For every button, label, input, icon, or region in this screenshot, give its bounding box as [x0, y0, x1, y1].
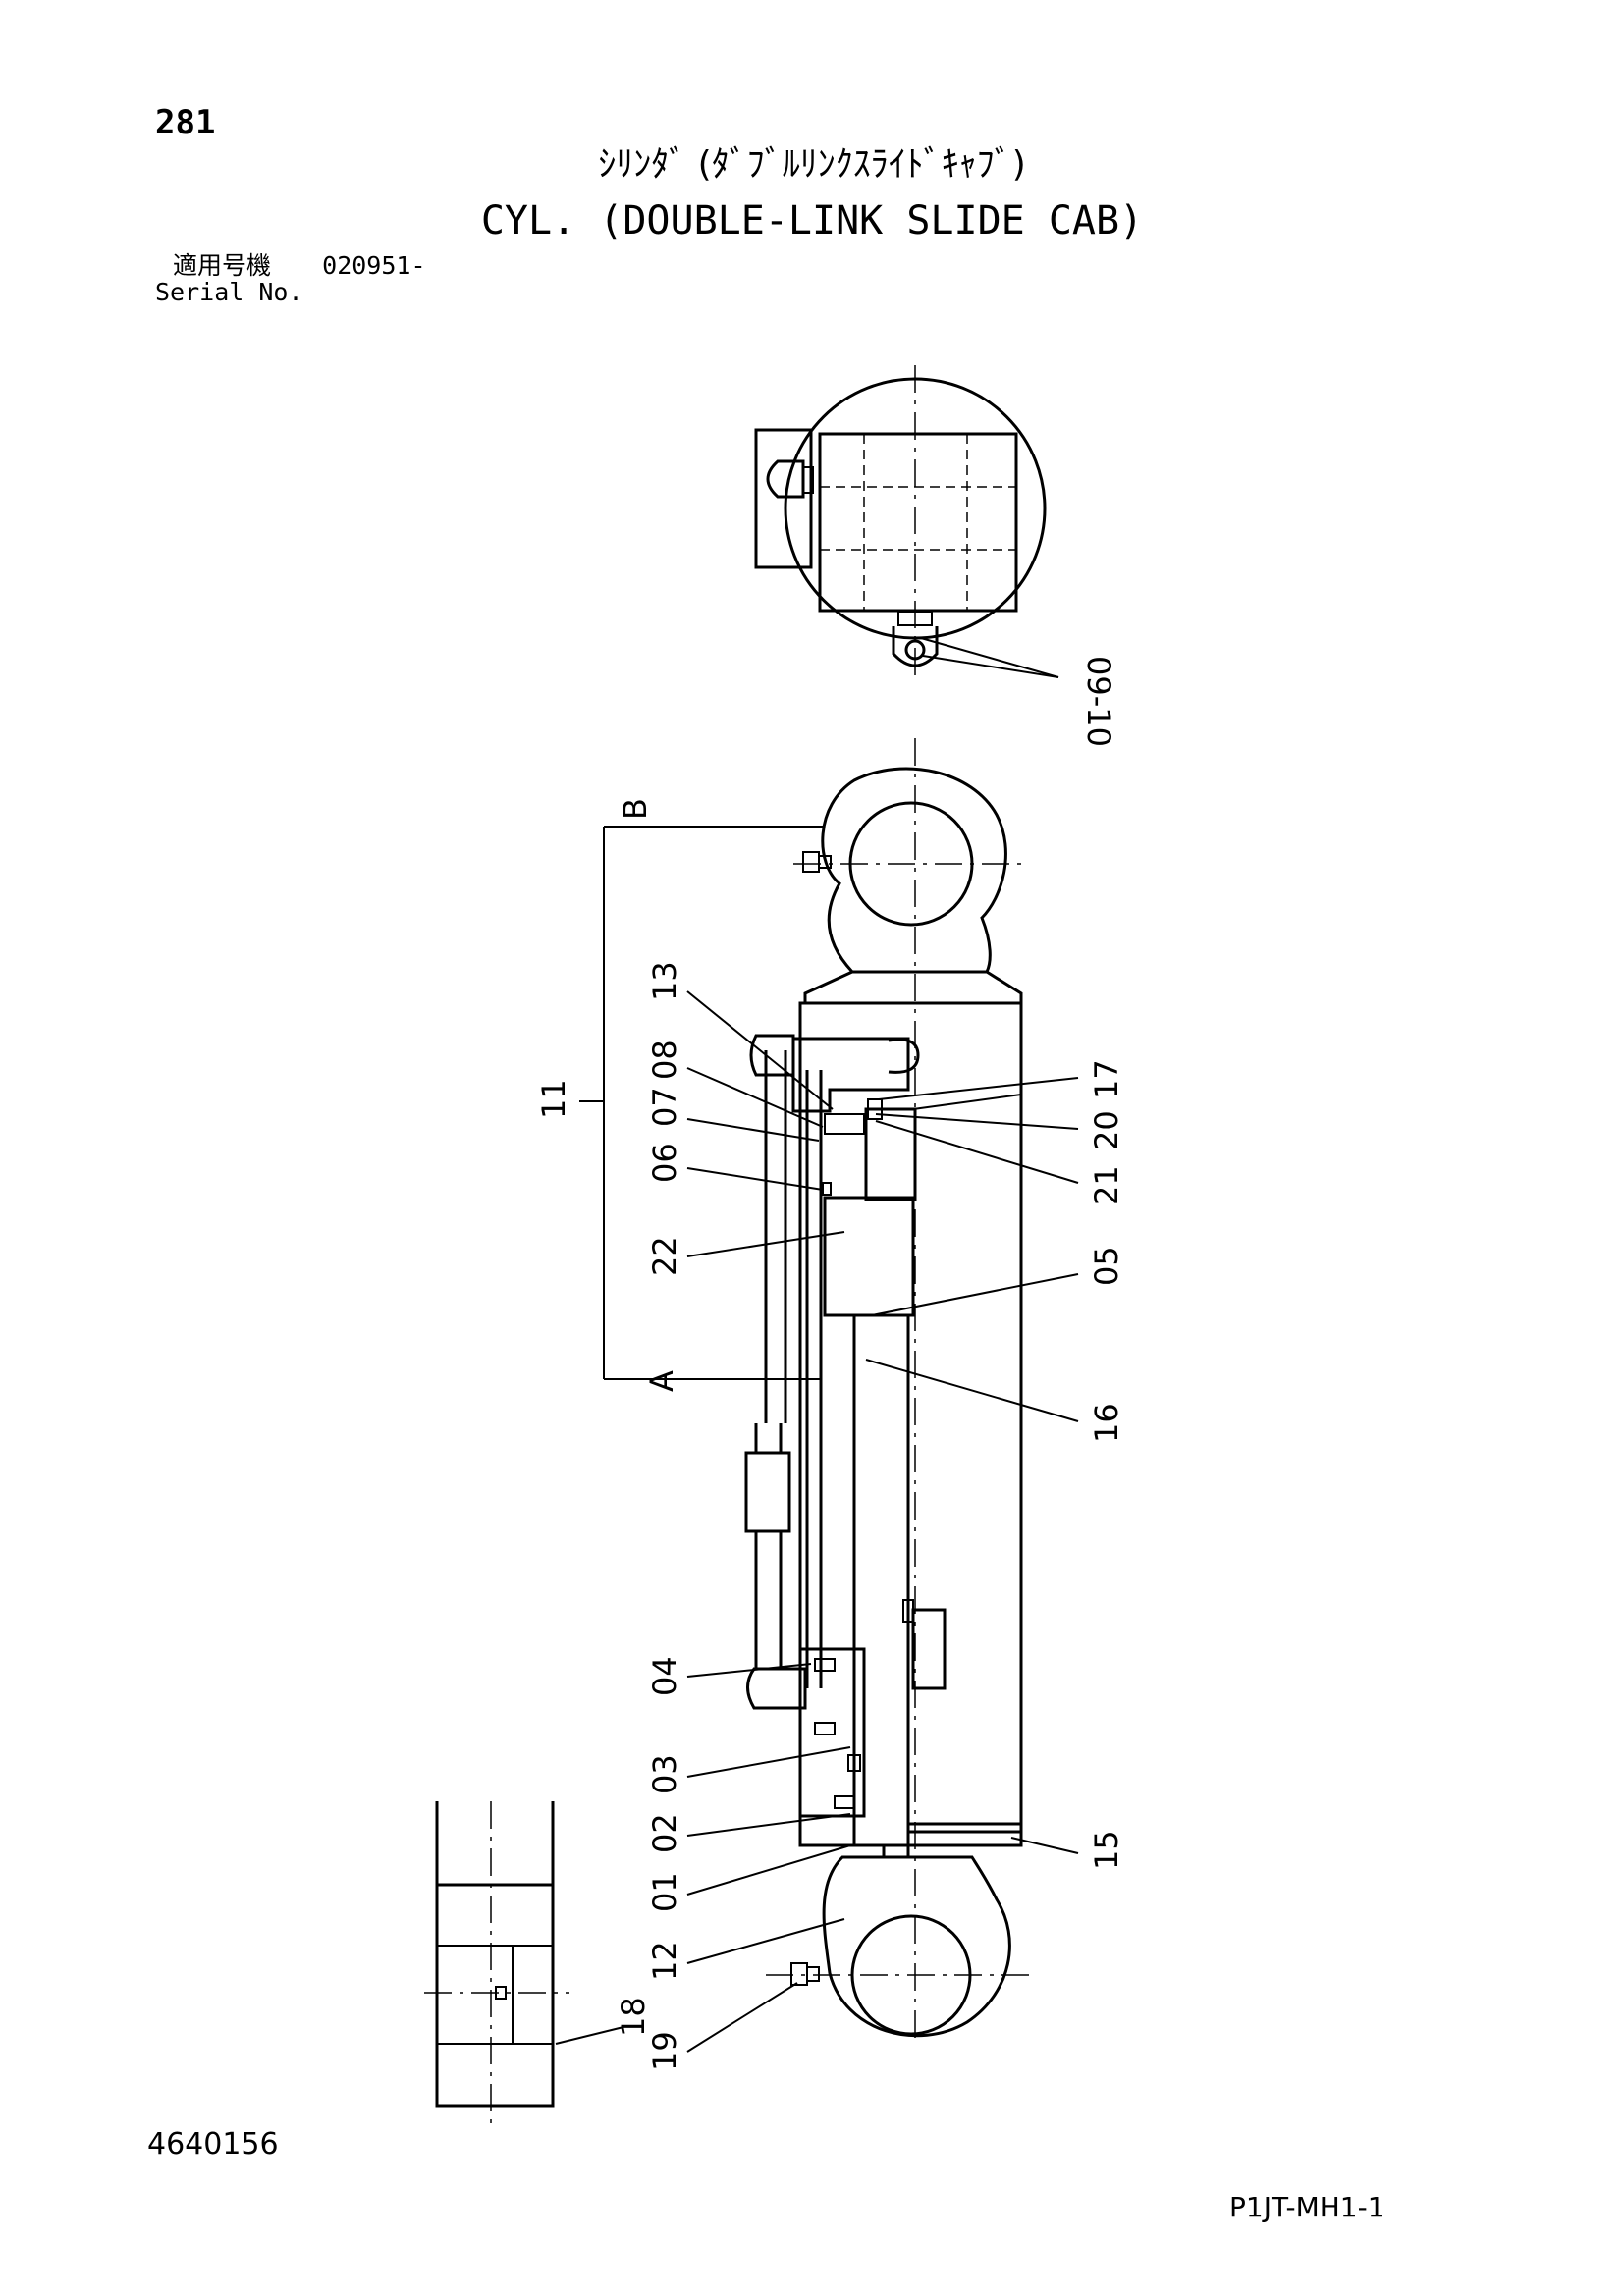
callout-09-10: 09-10	[920, 637, 1117, 747]
serial-value: 020951-	[322, 251, 426, 280]
label-B: B	[617, 798, 654, 820]
label-19: 19	[646, 2031, 683, 2071]
label-20: 20	[1088, 1110, 1125, 1150]
label-22: 22	[646, 1236, 683, 1276]
title-english: CYL. (DOUBLE-LINK SLIDE CAB)	[480, 198, 1144, 243]
label-05: 05	[1088, 1246, 1125, 1286]
right-callouts: 17 20 21 05 16 15	[865, 1059, 1125, 1870]
label-06: 06	[646, 1143, 683, 1183]
label-04: 04	[646, 1656, 683, 1696]
label-13: 13	[646, 961, 683, 1001]
serial-applicability: 適用号機 020951-	[173, 253, 426, 278]
label-07: 07	[646, 1087, 683, 1127]
callout-bracket-11	[579, 826, 823, 1380]
label-18: 18	[615, 1997, 652, 2037]
drawing-number: 4640156	[147, 2127, 279, 2162]
left-callouts: 13 08 07 06 22 04 03 02 01 12 19	[646, 961, 851, 2071]
page-number: 281	[155, 103, 216, 142]
label-12: 12	[646, 1941, 683, 1981]
label-01: 01	[646, 1872, 683, 1912]
label-A: A	[643, 1370, 680, 1392]
serial-label-jp: 適用号機	[173, 251, 272, 280]
label-17: 17	[1088, 1059, 1125, 1099]
detail-callout-18: 18	[555, 1997, 652, 2045]
label-16: 16	[1088, 1403, 1125, 1443]
label-03: 03	[646, 1754, 683, 1794]
end-view	[754, 365, 1047, 677]
label-11: 11	[535, 1079, 572, 1119]
label-02: 02	[646, 1813, 683, 1853]
label-09-10: 09-10	[1080, 656, 1117, 747]
cylinder-main	[744, 738, 1029, 2042]
serial-label-en: Serial No.	[155, 278, 303, 306]
sheet-code: P1JT-MH1-1	[1229, 2191, 1385, 2223]
label-15: 15	[1088, 1830, 1125, 1870]
detail-view	[424, 1801, 569, 2125]
label-08: 08	[646, 1040, 683, 1080]
title-japanese: ｼﾘﾝﾀﾞ (ﾀﾞﾌﾞﾙﾘﾝｸｽﾗｲﾄﾞｷｬﾌﾞ)	[598, 144, 1026, 185]
label-21: 21	[1088, 1165, 1125, 1205]
